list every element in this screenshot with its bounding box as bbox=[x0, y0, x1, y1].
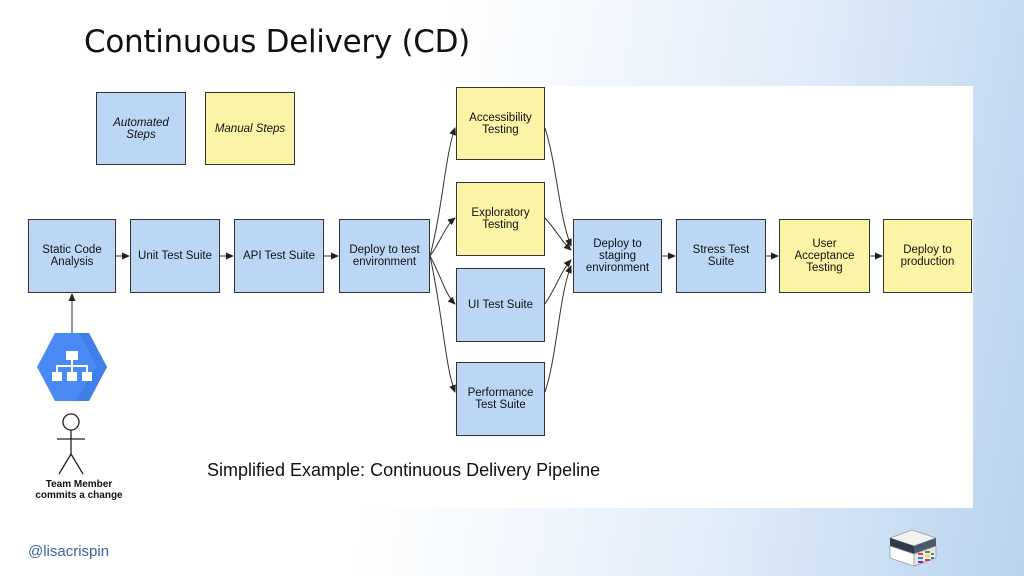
step-accessibility-testing: Accessibility Testing bbox=[456, 87, 545, 160]
arrow-ui-to-staging bbox=[544, 259, 572, 305]
hierarchy-hexagon-icon bbox=[37, 333, 107, 401]
stick-figure-icon bbox=[57, 413, 85, 475]
step-deploy-to-staging: Deploy to staging environment bbox=[573, 219, 662, 293]
arrow-accessibility-to-staging bbox=[544, 127, 572, 247]
step-stress-test-suite: Stress Test Suite bbox=[676, 219, 766, 293]
step-deploy-to-test: Deploy to test environment bbox=[339, 219, 430, 293]
legend-automated-steps: Automated Steps bbox=[96, 92, 186, 165]
arrow-performance-to-staging bbox=[544, 265, 572, 393]
step-unit-test-suite: Unit Test Suite bbox=[130, 219, 220, 293]
step-user-acceptance-testing: User Acceptance Testing bbox=[779, 219, 870, 293]
arrow-deploy-test-to-exploratory bbox=[429, 217, 456, 257]
step-exploratory-testing: Exploratory Testing bbox=[456, 182, 545, 256]
legend-manual-steps: Manual Steps bbox=[205, 92, 295, 165]
step-ui-test-suite: UI Test Suite bbox=[456, 268, 545, 342]
author-handle: @lisacrispin bbox=[28, 543, 110, 560]
stacked-blocks-logo-icon bbox=[888, 529, 938, 567]
trigger-label: Team Member commits a change bbox=[35, 479, 123, 501]
diagram-connectors bbox=[68, 127, 883, 393]
step-api-test-suite: API Test Suite bbox=[234, 219, 324, 293]
step-performance-test-suite: Performance Test Suite bbox=[456, 362, 545, 436]
arrow-deploy-test-to-ui bbox=[429, 255, 456, 305]
pipeline-diagram: Automated Steps Manual Steps Static Code… bbox=[25, 86, 973, 508]
step-static-code-analysis: Static Code Analysis bbox=[28, 219, 116, 293]
arrow-exploratory-to-staging bbox=[544, 217, 572, 251]
step-deploy-to-production: Deploy to production bbox=[883, 219, 972, 293]
arrow-deploy-test-to-accessibility bbox=[429, 127, 456, 257]
slide-title: Continuous Delivery (CD) bbox=[84, 24, 470, 60]
diagram-caption: Simplified Example: Continuous Delivery … bbox=[207, 460, 601, 480]
arrow-deploy-test-to-performance bbox=[429, 255, 456, 393]
